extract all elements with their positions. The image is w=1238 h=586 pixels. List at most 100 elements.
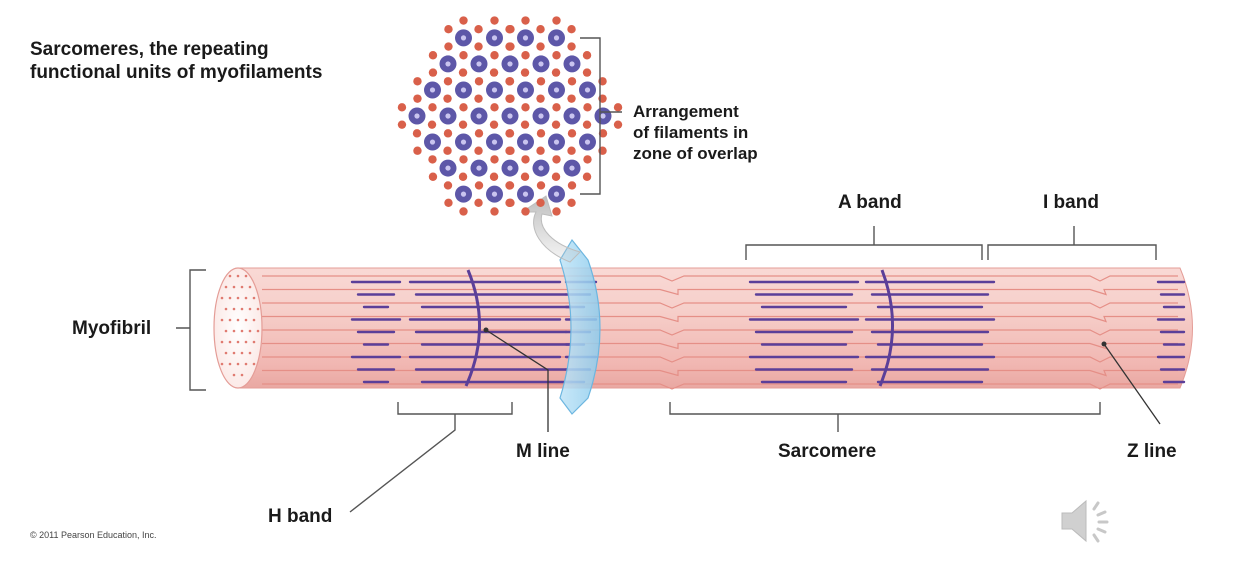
- thin-filament-dot: [567, 129, 577, 138]
- thin-filament-dot: [427, 120, 437, 129]
- thick-filament-core: [507, 113, 513, 119]
- cut-end-dot: [228, 318, 232, 322]
- thick-filament-core: [522, 35, 529, 41]
- thin-filament-dot: [412, 129, 422, 138]
- cut-end-dot: [248, 351, 252, 355]
- cut-end-dot: [252, 362, 256, 366]
- thick-filament-core: [429, 87, 436, 93]
- a-band-bracket: [745, 226, 983, 260]
- cut-end-dot: [244, 340, 248, 344]
- thin-filament-dot: [536, 94, 545, 103]
- thin-filament-dot: [583, 103, 592, 112]
- thick-filament-core: [522, 139, 529, 145]
- thin-filament: [262, 288, 1178, 296]
- cut-end-dot: [244, 274, 248, 278]
- thick-filament-core: [507, 61, 513, 67]
- cut-end-dot: [224, 307, 228, 311]
- thin-filament-dot: [613, 103, 623, 112]
- thick-filament-core: [507, 165, 513, 171]
- thin-filament-dot: [413, 77, 422, 86]
- cut-end-dot: [236, 362, 240, 366]
- thick-filament-core: [569, 113, 575, 119]
- m-line-left: [464, 269, 481, 387]
- thick-filament-core: [584, 87, 591, 93]
- arrangement-bracket: [580, 37, 622, 195]
- cut-end-dot: [240, 285, 244, 289]
- m-line-right: [878, 269, 894, 387]
- thin-filament-dot: [567, 94, 576, 103]
- cut-end-dot: [220, 340, 224, 344]
- thin-filament-dot: [552, 51, 561, 60]
- a-band-label: A band: [838, 192, 902, 213]
- thick-filament-core: [445, 165, 451, 171]
- thick-filament-core: [429, 139, 436, 145]
- cut-end-dot: [224, 329, 228, 333]
- thin-filament-dot: [536, 146, 545, 155]
- h-band-bracket: [349, 402, 513, 513]
- thin-filament-dot: [598, 129, 608, 138]
- thin-filament-dot: [459, 51, 468, 60]
- cut-end-dot: [232, 285, 236, 289]
- thin-filament-dot: [490, 103, 499, 112]
- arrangement-label: Arrangement of filaments in zone of over…: [633, 101, 758, 164]
- thin-filament-dot: [413, 146, 422, 155]
- thin-filament-dot: [536, 42, 545, 51]
- thin-filament-dot: [582, 120, 592, 129]
- cut-end-dot: [252, 318, 256, 322]
- thin-filament-dot: [443, 181, 453, 190]
- cut-end-dot: [240, 307, 244, 311]
- cut-end-dot: [228, 274, 232, 278]
- thin-filament: [262, 315, 1178, 323]
- thin-filament-dot: [459, 16, 468, 25]
- thin-filament-dot: [567, 25, 576, 34]
- thin-filament-dot: [474, 77, 484, 86]
- thin-filament-dot: [443, 94, 452, 103]
- thin-filament: [262, 302, 1178, 309]
- cut-end-dot: [236, 318, 240, 322]
- i-band-bracket: [987, 226, 1157, 260]
- thin-filament-dot: [397, 103, 407, 112]
- thin-filament-dot: [474, 198, 483, 207]
- cut-end-dots: [220, 274, 260, 377]
- thin-filament-dot: [490, 51, 499, 60]
- thin-filament-dot: [505, 77, 514, 86]
- thin-filament-dot: [521, 103, 530, 112]
- cut-end-dot: [224, 285, 228, 289]
- thick-filament-core: [569, 165, 575, 171]
- title-line-2: functional units of myofilaments: [30, 62, 323, 83]
- cut-end-dot: [244, 318, 248, 322]
- cut-end-dot: [232, 373, 236, 377]
- thin-filament-dot: [506, 146, 515, 155]
- thin-filament-dot: [613, 120, 623, 129]
- thick-filament-core: [460, 87, 467, 93]
- thin-filament-dot: [490, 207, 499, 216]
- speaker-icon[interactable]: [1058, 495, 1116, 547]
- arrangement-line-1: Arrangement: [633, 102, 739, 121]
- thin-filament: [262, 275, 1178, 282]
- m-line-label: M line: [516, 441, 570, 462]
- i-band-label: I band: [1043, 192, 1099, 213]
- cut-end-dot: [236, 296, 240, 300]
- cut-end-dot: [240, 329, 244, 333]
- thin-filament-dot: [506, 42, 515, 51]
- myofibril-bracket: [176, 269, 206, 391]
- thin-filament-dot: [520, 120, 530, 129]
- thin-filament-dot: [506, 94, 515, 103]
- cut-end-dot: [248, 307, 252, 311]
- thick-filament-core: [538, 113, 544, 119]
- arrangement-line-3: zone of overlap: [633, 144, 758, 163]
- thin-filament-dot: [536, 181, 546, 190]
- thick-filament-core: [491, 139, 498, 145]
- cut-end-dot: [232, 307, 236, 311]
- thin-filament-dot: [428, 68, 438, 77]
- thick-filament-core: [491, 87, 498, 93]
- section-plane: [559, 238, 601, 415]
- thin-filament-dot: [582, 51, 592, 60]
- thin-filament-dot: [520, 172, 530, 181]
- thin-filament-dot: [536, 25, 545, 34]
- thin-filament-dot: [474, 129, 484, 138]
- thick-filament-core: [460, 35, 467, 41]
- thick-filament-core: [553, 87, 560, 93]
- thick-filament-core: [476, 61, 482, 67]
- cut-end-dot: [244, 296, 248, 300]
